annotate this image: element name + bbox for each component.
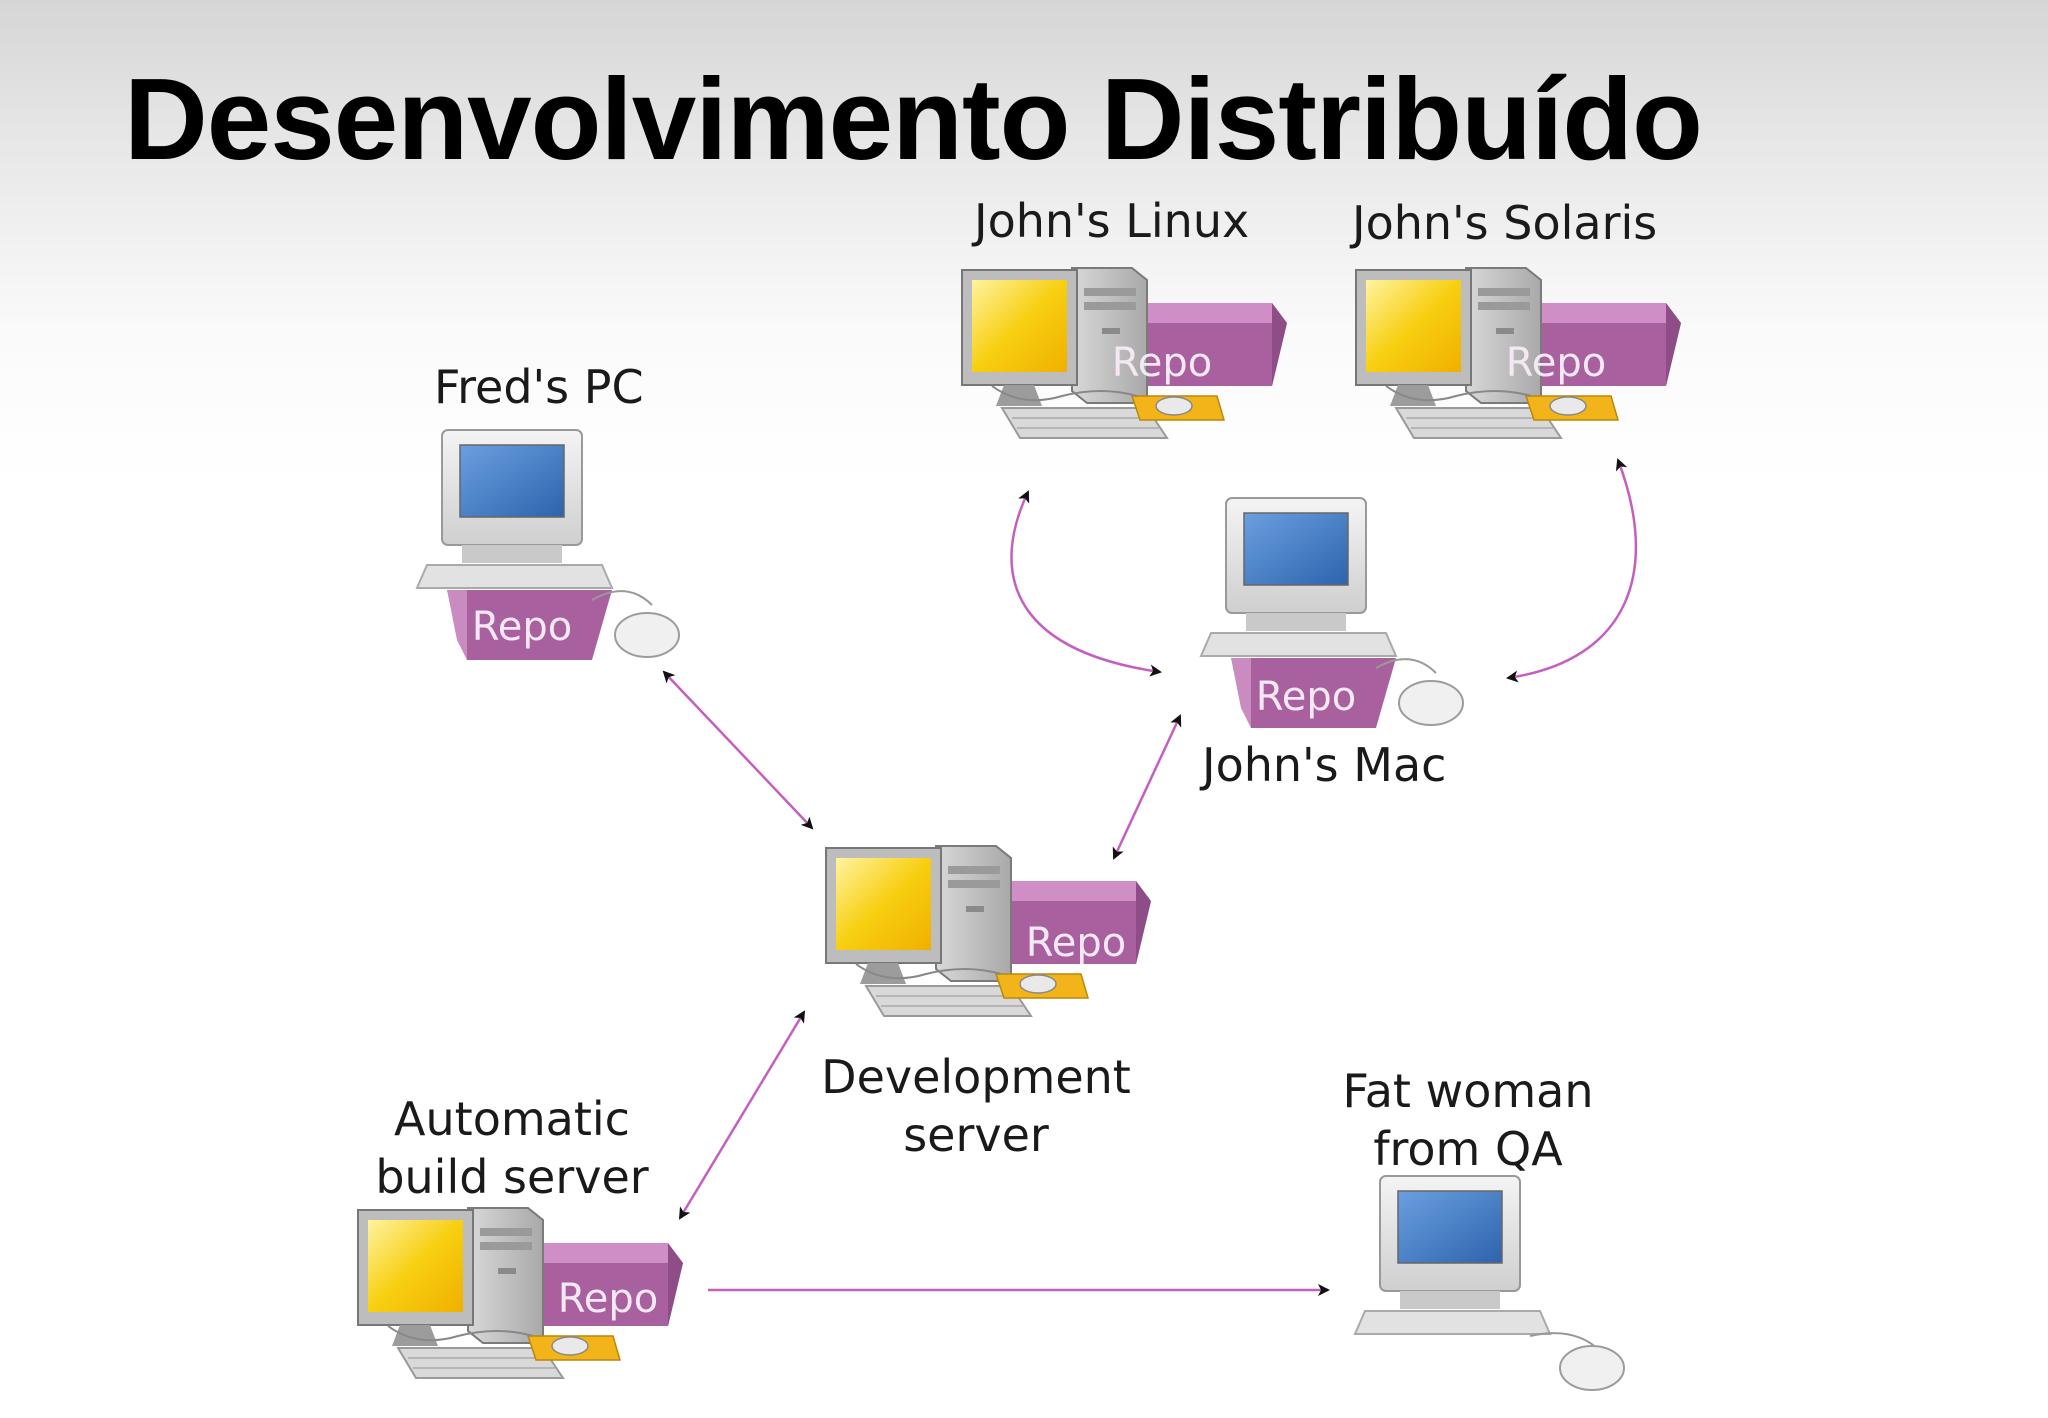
label-johns-linux: John's Linux — [974, 194, 1250, 248]
repo-label-dev: Repo — [1026, 920, 1126, 966]
node-dev-server: Repo — [825, 845, 1152, 1017]
repo-label-linux: Repo — [1112, 340, 1212, 386]
node-qa — [1354, 1175, 1625, 1391]
label-qa-line2: from QA — [1373, 1122, 1563, 1176]
arrow-fred-dev — [662, 670, 814, 830]
arrow-mac-dev — [1112, 714, 1182, 860]
arrow-dev-build — [678, 1010, 806, 1220]
repo-label-mac: Repo — [1256, 674, 1356, 720]
label-johns-mac: John's Mac — [1202, 738, 1447, 792]
repo-label-build: Repo — [558, 1276, 658, 1322]
node-freds-pc: Repo — [416, 429, 680, 661]
repo-label-solaris: Repo — [1506, 340, 1606, 386]
label-dev-server-line2: server — [903, 1108, 1049, 1162]
node-johns-mac: Repo — [1200, 497, 1464, 729]
label-build-server: Automatic build server — [364, 1090, 660, 1206]
label-johns-solaris: John's Solaris — [1352, 196, 1658, 250]
label-build-server-line2: build server — [375, 1150, 649, 1204]
node-build-server: Repo — [357, 1207, 684, 1379]
arrow-solaris-mac — [1506, 458, 1638, 683]
connection-arrows — [662, 458, 1638, 1296]
arrow-linux-mac — [1010, 490, 1162, 677]
repo-label-fred: Repo — [472, 604, 572, 650]
label-freds-pc: Fred's PC — [434, 360, 644, 414]
label-qa-line1: Fat woman — [1342, 1064, 1594, 1118]
node-johns-linux: Repo — [961, 267, 1288, 439]
node-johns-solaris: Repo — [1355, 267, 1682, 439]
label-dev-server-line1: Development — [821, 1050, 1131, 1104]
slide-title: Desenvolvimento Distribuído — [124, 54, 1703, 184]
label-qa: Fat woman from QA — [1330, 1062, 1606, 1178]
label-dev-server: Development server — [818, 1048, 1134, 1164]
label-build-server-line1: Automatic — [394, 1092, 630, 1146]
